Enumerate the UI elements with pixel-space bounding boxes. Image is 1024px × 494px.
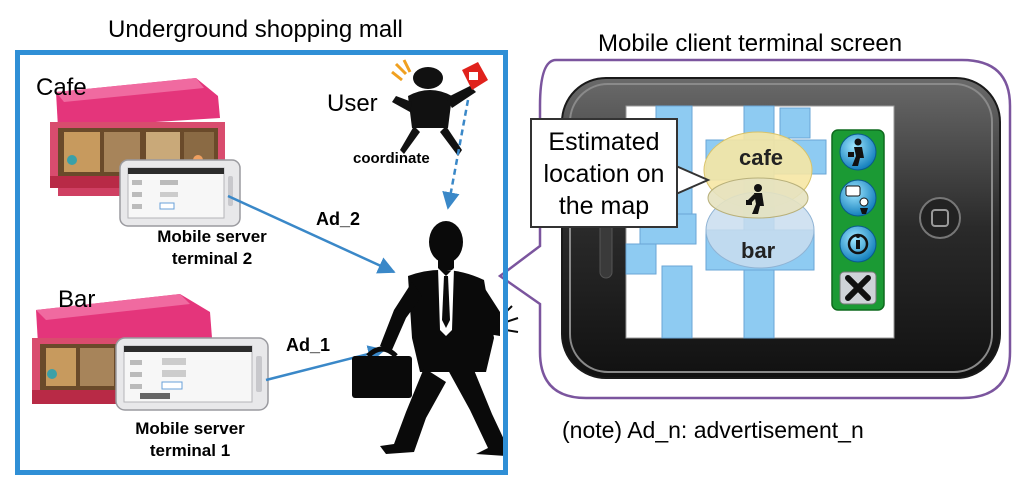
ad-1-label: Ad_1: [286, 335, 331, 355]
cafe-label: Cafe: [36, 74, 87, 101]
bar-label: Bar: [58, 286, 96, 313]
map-toolbar: [831, 129, 885, 311]
user-figure: [391, 59, 488, 156]
map-bar-label: bar: [741, 238, 776, 263]
speech-person-icon[interactable]: [839, 179, 877, 217]
mall-title: Underground shopping mall: [108, 16, 403, 43]
ad-2-arrow: [227, 194, 396, 274]
walking-person-icon[interactable]: [839, 133, 877, 171]
info-person-icon[interactable]: [839, 225, 877, 263]
mall-boundary: [15, 50, 508, 475]
map-cafe-label: cafe: [739, 145, 784, 170]
server-2-label: Mobile server terminal 2: [157, 227, 267, 268]
location-callout: Estimated location on the map: [530, 118, 678, 228]
client-title: Mobile client terminal screen: [598, 30, 903, 57]
ad-2-label: Ad_2: [316, 209, 361, 229]
user-label: User: [327, 90, 378, 117]
ad-1-arrow: [265, 345, 386, 382]
coordinate-label: coordinate: [353, 150, 430, 167]
mobile-server-terminal-1: [115, 337, 269, 411]
coordinate-arrow: [442, 99, 470, 210]
businessman-silhouette: [352, 221, 519, 456]
footnote: (note) Ad_n: advertisement_n: [562, 417, 864, 443]
server-1-label: Mobile server terminal 1: [135, 419, 245, 460]
callout-text: Estimated location on the map: [543, 128, 665, 220]
close-icon[interactable]: [839, 271, 877, 305]
mobile-server-terminal-2: [119, 159, 241, 227]
